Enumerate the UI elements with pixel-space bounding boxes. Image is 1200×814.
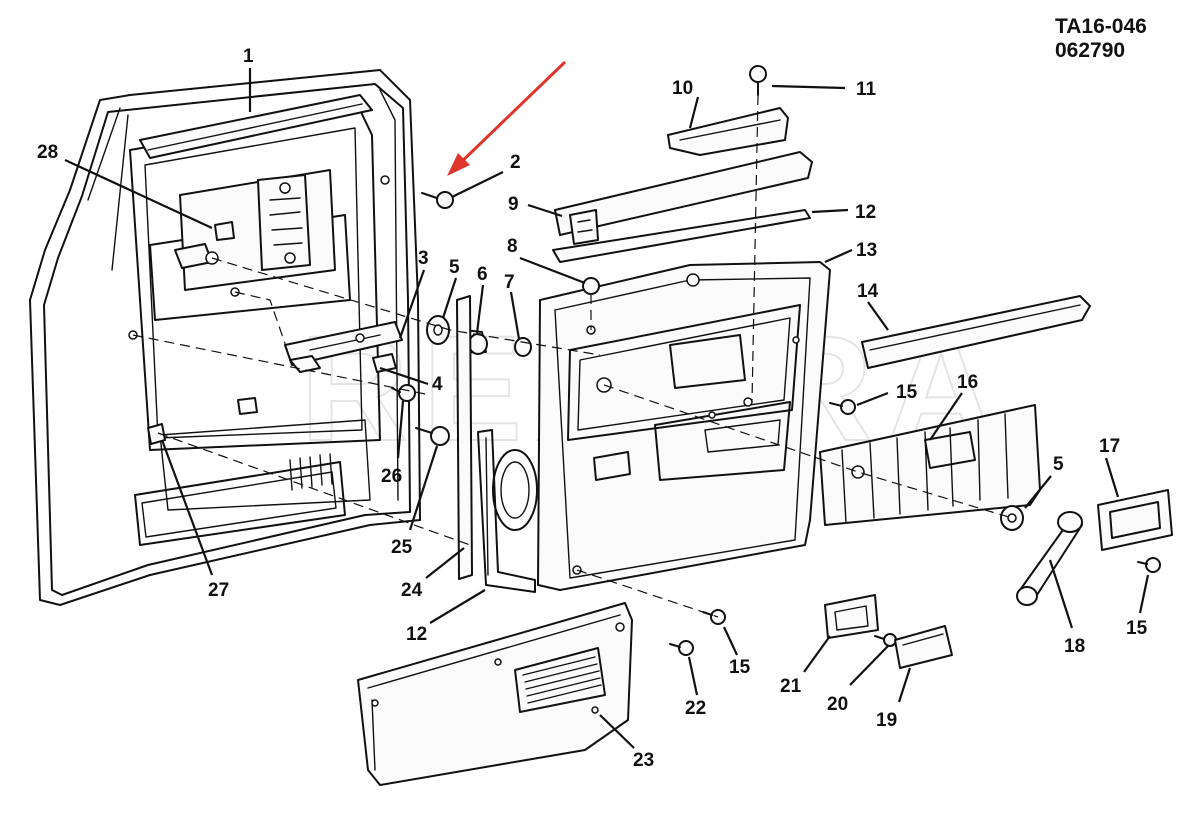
callout-22: 22 [685, 698, 706, 719]
callout-labels: 1 2 3 4 5 5 6 7 8 9 10 11 12 12 13 14 15… [37, 46, 1148, 771]
part-7-grommet [514, 337, 532, 357]
callout-1: 1 [243, 46, 254, 67]
callout-10: 10 [672, 78, 693, 99]
callout-26: 26 [381, 466, 402, 487]
callout-11: 11 [856, 79, 877, 100]
callout-14: 14 [857, 281, 879, 302]
drawing-code-line-1: TA16-046 [1055, 15, 1147, 38]
part-23-lower-trim-panel [357, 602, 633, 786]
callout-21: 21 [780, 676, 802, 697]
callout-5a: 5 [449, 257, 460, 278]
part-16-armrest-pad [819, 404, 1041, 526]
callout-28: 28 [37, 142, 58, 163]
part-15-screw-lower [702, 609, 726, 625]
part-21-lock-bezel [824, 594, 879, 639]
callout-19: 19 [876, 710, 897, 731]
callout-8: 8 [507, 236, 518, 257]
part-5-washer [426, 315, 450, 345]
callout-12b: 12 [406, 624, 427, 645]
door-latch-mechanism [174, 169, 336, 291]
callout-20: 20 [827, 694, 848, 715]
part-2-screw [421, 191, 454, 209]
part-5-washer-right [1000, 505, 1024, 531]
drawing-code-line-2: 062790 [1055, 39, 1125, 62]
part-27-retainer-clip [147, 423, 166, 445]
part-9-upper-trim-strip [554, 151, 813, 245]
callout-9: 9 [508, 194, 519, 215]
callout-3: 3 [418, 248, 429, 269]
assembly-alignment-lines [132, 94, 1013, 618]
callout-6: 6 [477, 264, 488, 285]
callout-18: 18 [1064, 636, 1085, 657]
part-19-lock-knob [894, 625, 953, 669]
callout-27: 27 [208, 580, 229, 601]
part-12-lower-seal [477, 429, 538, 593]
callout-16: 16 [957, 372, 978, 393]
callout-24: 24 [401, 580, 423, 601]
callout-13: 13 [856, 240, 877, 261]
callout-23: 23 [633, 750, 654, 771]
callout-17: 17 [1099, 436, 1120, 457]
highlight-arrow [447, 60, 567, 176]
callout-leaders [64, 68, 1150, 749]
part-17-handle-bezel [1097, 489, 1173, 551]
callout-12a: 12 [855, 202, 876, 223]
callout-2: 2 [510, 152, 521, 173]
part-18-window-crank [1016, 511, 1083, 606]
part-15-screw-upper [829, 399, 856, 415]
part-8-clip [582, 277, 600, 295]
callout-15c: 15 [729, 657, 751, 678]
part-11-screw [749, 65, 767, 96]
part-13-door-trim-panel [537, 261, 831, 591]
part-12-upper-seal-strip [552, 209, 811, 263]
part-1-window-sill-rail [139, 94, 373, 159]
part-15-screw-right [1137, 557, 1161, 573]
callout-5b: 5 [1053, 454, 1064, 475]
callout-25: 25 [391, 537, 413, 558]
part-14-armrest-strip [861, 295, 1091, 369]
callout-4: 4 [432, 374, 443, 395]
part-20-screw [874, 633, 897, 647]
part-25-screw [415, 426, 450, 446]
callout-15b: 15 [1126, 618, 1148, 639]
part-22-screw [669, 640, 694, 656]
part-10-pull-handle [667, 107, 789, 156]
callout-7: 7 [504, 272, 515, 293]
callout-15a: 15 [896, 382, 918, 403]
part-24-vertical-seal [456, 295, 473, 580]
